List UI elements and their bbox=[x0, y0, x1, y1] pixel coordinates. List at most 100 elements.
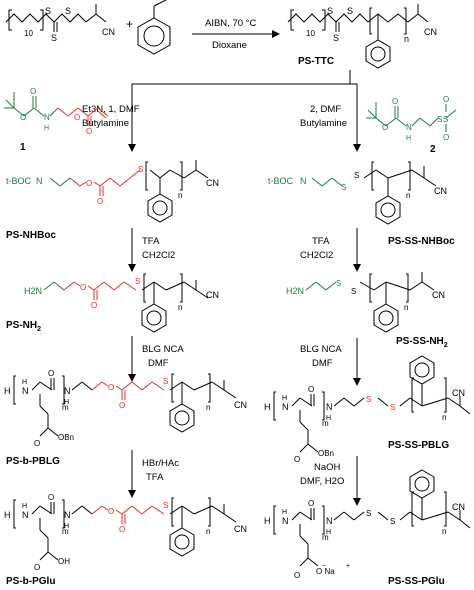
repeat-n: n bbox=[206, 527, 210, 536]
solvent-raft: Dioxane bbox=[212, 40, 247, 51]
reagent-1-number: 1 bbox=[20, 142, 26, 153]
sulfur-label: S bbox=[390, 517, 395, 526]
reagent-tfa: TFA bbox=[142, 236, 160, 247]
nh-label: N bbox=[64, 386, 71, 396]
product-label-ps-ss-pglu: PS-SS-PGlu bbox=[388, 576, 445, 587]
reagent-1-structure bbox=[4, 92, 109, 126]
tboc-label: t-BOC bbox=[268, 176, 294, 186]
sulfur-label: S bbox=[65, 6, 71, 16]
repeat-m: m bbox=[322, 419, 329, 428]
nh-label: N bbox=[326, 402, 333, 412]
oxygen-label: O bbox=[48, 369, 54, 378]
sulfur-label: S bbox=[45, 6, 51, 16]
condition-right-2: Butylamine bbox=[300, 118, 347, 129]
ps-nhboc-structure bbox=[49, 160, 209, 223]
oxygen-label: O bbox=[294, 455, 300, 464]
reagent-blg-nca: BLG NCA bbox=[300, 344, 342, 355]
repeat-n: n bbox=[206, 403, 210, 412]
reagent-2-number: 2 bbox=[430, 144, 436, 155]
svg-text:+: + bbox=[346, 563, 350, 570]
nh-label: N bbox=[282, 402, 289, 412]
repeat-n: n bbox=[406, 191, 410, 200]
repeat-count-10: 10 bbox=[24, 29, 33, 38]
oxygen-label: O bbox=[308, 385, 314, 394]
h-label: H bbox=[4, 386, 11, 396]
oxygen-label: O bbox=[30, 87, 36, 96]
sulfur-label: S bbox=[366, 509, 371, 518]
repeat-m: m bbox=[62, 527, 69, 536]
h-label: H bbox=[64, 523, 69, 530]
repeat-count-10: 10 bbox=[306, 29, 315, 38]
solvent-dmf-h2o: DMF, H2O bbox=[300, 476, 344, 487]
oxygen-label: O bbox=[308, 499, 314, 508]
oxygen-label: O bbox=[382, 123, 388, 132]
oxygen-label: O bbox=[34, 563, 40, 572]
styrene-structure bbox=[137, 0, 171, 55]
oxygen-label: O bbox=[294, 571, 300, 580]
sulfur-label: S bbox=[327, 6, 333, 16]
repeat-m: m bbox=[322, 533, 329, 542]
nh-label: N bbox=[282, 516, 289, 526]
svg-text:−: − bbox=[322, 563, 326, 570]
sulfur-label: S bbox=[163, 501, 168, 510]
oxygen-label: O bbox=[443, 133, 449, 142]
nitrile-label: CN bbox=[452, 502, 465, 512]
benzyl-ester-label: OBn bbox=[58, 433, 74, 442]
sulfur-label: S bbox=[135, 277, 140, 286]
sulfur-label: S bbox=[138, 165, 143, 174]
raft-agent-structure bbox=[5, 4, 107, 32]
amine-label: H2N bbox=[286, 286, 304, 296]
condition-left-1: Et3N, 1, DMF bbox=[82, 104, 140, 115]
h-label: H bbox=[4, 510, 11, 520]
product-label-ps-b-pblg: PS-b-PBLG bbox=[6, 456, 60, 467]
nitrile-label: CN bbox=[102, 27, 115, 37]
oxygen-label: O bbox=[74, 113, 80, 122]
sulfur-label: S bbox=[443, 115, 448, 124]
reagent-blg-nca: BLG NCA bbox=[142, 344, 184, 355]
arrow-to-ps-ss-nhboc bbox=[350, 83, 361, 152]
condition-right-1: 2, DMF bbox=[310, 104, 341, 115]
h-label: H bbox=[282, 395, 287, 402]
tboc-label: t-BOC bbox=[6, 176, 32, 186]
repeat-n: n bbox=[178, 303, 182, 312]
h-label: H bbox=[44, 125, 49, 132]
nitrile-label: CN bbox=[206, 290, 219, 300]
sulfur-label: S bbox=[351, 287, 356, 296]
ps-ss-nhboc-structure bbox=[311, 161, 437, 225]
nitrile-label: CN bbox=[452, 388, 465, 398]
nitrile-label: CN bbox=[234, 400, 247, 410]
repeat-n: n bbox=[442, 527, 446, 536]
h-label: H bbox=[282, 509, 287, 516]
nitrile-label: CN bbox=[234, 524, 247, 534]
solvent-dmf: DMF bbox=[312, 358, 333, 369]
sulfur-label: S bbox=[336, 279, 341, 288]
product-label-ps-b-pglu: PS-b-PGlu bbox=[6, 576, 55, 587]
sodium-carboxylate-label: O Na bbox=[316, 567, 335, 576]
oxygen-label: O bbox=[86, 127, 92, 136]
h-label: H bbox=[22, 503, 27, 510]
amine-label: H2N bbox=[24, 286, 42, 296]
nh-label: N bbox=[406, 123, 412, 132]
h-label: H bbox=[264, 402, 271, 412]
ps-ss-pblg-structure bbox=[273, 355, 471, 453]
nh-label: N bbox=[300, 176, 307, 186]
ps-ss-nh2-structure bbox=[305, 272, 435, 333]
product-label-ps-nhboc: PS-NHBoc bbox=[6, 230, 56, 241]
solvent-dmf: DMF bbox=[148, 358, 169, 369]
nitrile-label: CN bbox=[432, 290, 445, 300]
carboxylic-acid-label: OH bbox=[58, 557, 70, 566]
condition-raft: AIBN, 70 °C bbox=[205, 18, 256, 29]
oxygen-label: O bbox=[392, 97, 398, 106]
repeat-n: n bbox=[442, 413, 446, 422]
repeat-n: n bbox=[404, 303, 408, 312]
oxygen-label: O bbox=[108, 507, 114, 516]
reagent-hbr-hac: HBr/HAc bbox=[142, 458, 179, 469]
ps-ttc-structure bbox=[287, 4, 429, 69]
product-label-ps-ss-nh2: PS-SS-NH2 bbox=[396, 336, 448, 349]
oxygen-label: O bbox=[91, 301, 97, 310]
sulfur-label: S bbox=[366, 395, 371, 404]
product-label-ps-ss-pblg: PS-SS-PBLG bbox=[388, 440, 449, 451]
solvent-ch2cl2: CH2Cl2 bbox=[300, 250, 333, 261]
product-label-ps-ss-nhboc: PS-SS-NHBoc bbox=[388, 236, 455, 247]
